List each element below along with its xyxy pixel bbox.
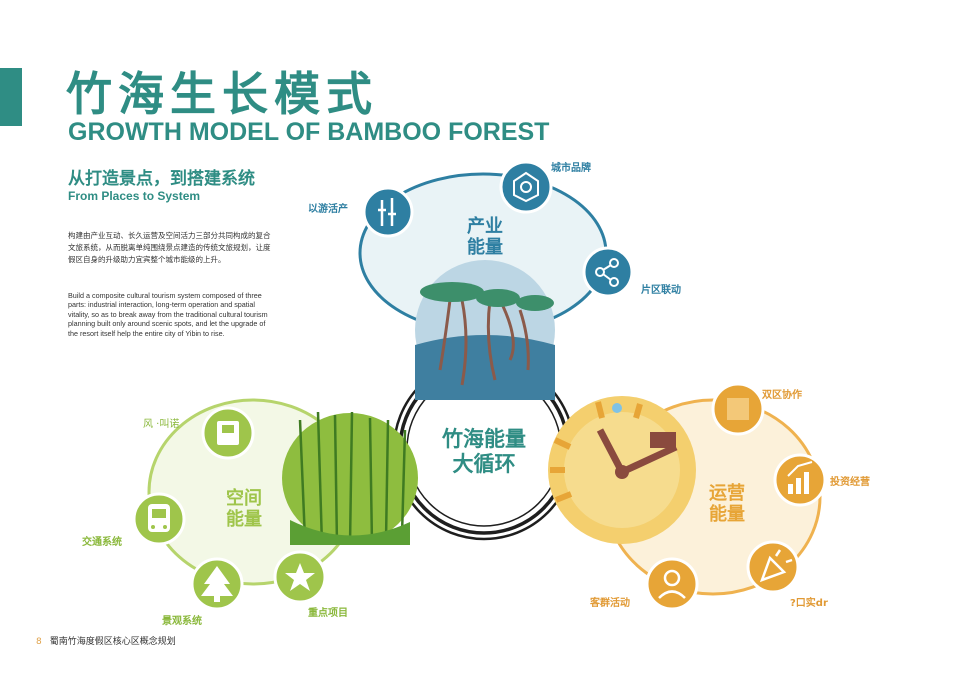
page-title-en: GROWTH MODEL OF BAMBOO FOREST <box>68 118 550 146</box>
pixel-icon <box>727 398 749 420</box>
page-footer: 8 蜀南竹海度假区核心区概念规划 <box>36 634 176 647</box>
style-label: 风 ·叫诺 <box>143 419 180 430</box>
operation-label-line1: 运营 <box>709 483 745 504</box>
clock-image <box>548 396 696 544</box>
mangrove-image <box>415 260 555 400</box>
celebration-icon <box>759 549 793 583</box>
investment-label: 投资经营 <box>830 477 870 488</box>
industry-label: 产业 能量 <box>455 216 515 258</box>
subtitle-cn: 从打造景点，到搭建系统 <box>68 169 255 189</box>
events-label: ?口实dr <box>790 598 828 609</box>
footer-title: 蜀南竹海度假区核心区概念规划 <box>49 637 176 647</box>
industry-label-line2: 能量 <box>467 237 503 258</box>
key-projects-label: 重点项目 <box>308 608 348 619</box>
city-brand-node <box>499 160 553 214</box>
title-accent-bar <box>0 68 22 126</box>
center-label-line1: 竹海能量 <box>442 427 526 451</box>
operation-label-line2: 能量 <box>709 504 745 525</box>
transport-label: 交通系统 <box>82 537 122 548</box>
industry-label-line1: 产业 <box>467 216 503 237</box>
visitor-activities-label: 客群活动 <box>590 598 630 609</box>
tourism-products-label: 以游活产 <box>308 204 348 215</box>
space-label-line2: 能量 <box>226 509 262 530</box>
network-icon <box>595 258 619 287</box>
district-linkage-label: 片区联动 <box>641 285 681 296</box>
operation-label: 运营 能量 <box>697 483 757 525</box>
subtitle-en: From Places to System <box>68 189 201 203</box>
events-node <box>746 540 800 594</box>
star-icon <box>285 563 315 591</box>
space-label: 空间 能量 <box>214 488 274 530</box>
city-brand-label: 城市品牌 <box>551 163 591 174</box>
bamboo-image <box>282 411 418 546</box>
bamboo-icon <box>378 198 396 226</box>
center-label: 竹海能量 大循环 <box>424 427 544 477</box>
book-icon <box>217 421 239 445</box>
description-cn: 构建由产业互动、长久运营及空间活力三部分共同构成的复合文旅系统，从而脱离单纯围绕… <box>68 231 271 264</box>
growth-chart-icon <box>787 461 813 494</box>
tree-icon <box>201 566 233 602</box>
badge-icon <box>513 171 539 203</box>
center-label-line2: 大循环 <box>452 452 516 476</box>
description-en: Build a composite cultural tourism syste… <box>68 291 268 338</box>
dual-district-label: 双区协作 <box>762 390 802 401</box>
bus-icon <box>148 504 170 532</box>
landscape-label: 景观系统 <box>162 616 202 627</box>
page-number: 8 <box>36 637 42 647</box>
people-icon <box>658 569 686 599</box>
page-title-cn: 竹海生长模式 <box>66 67 378 121</box>
district-linkage-node <box>582 246 634 298</box>
space-label-line1: 空间 <box>226 488 262 509</box>
tourism-products-node <box>362 186 414 238</box>
